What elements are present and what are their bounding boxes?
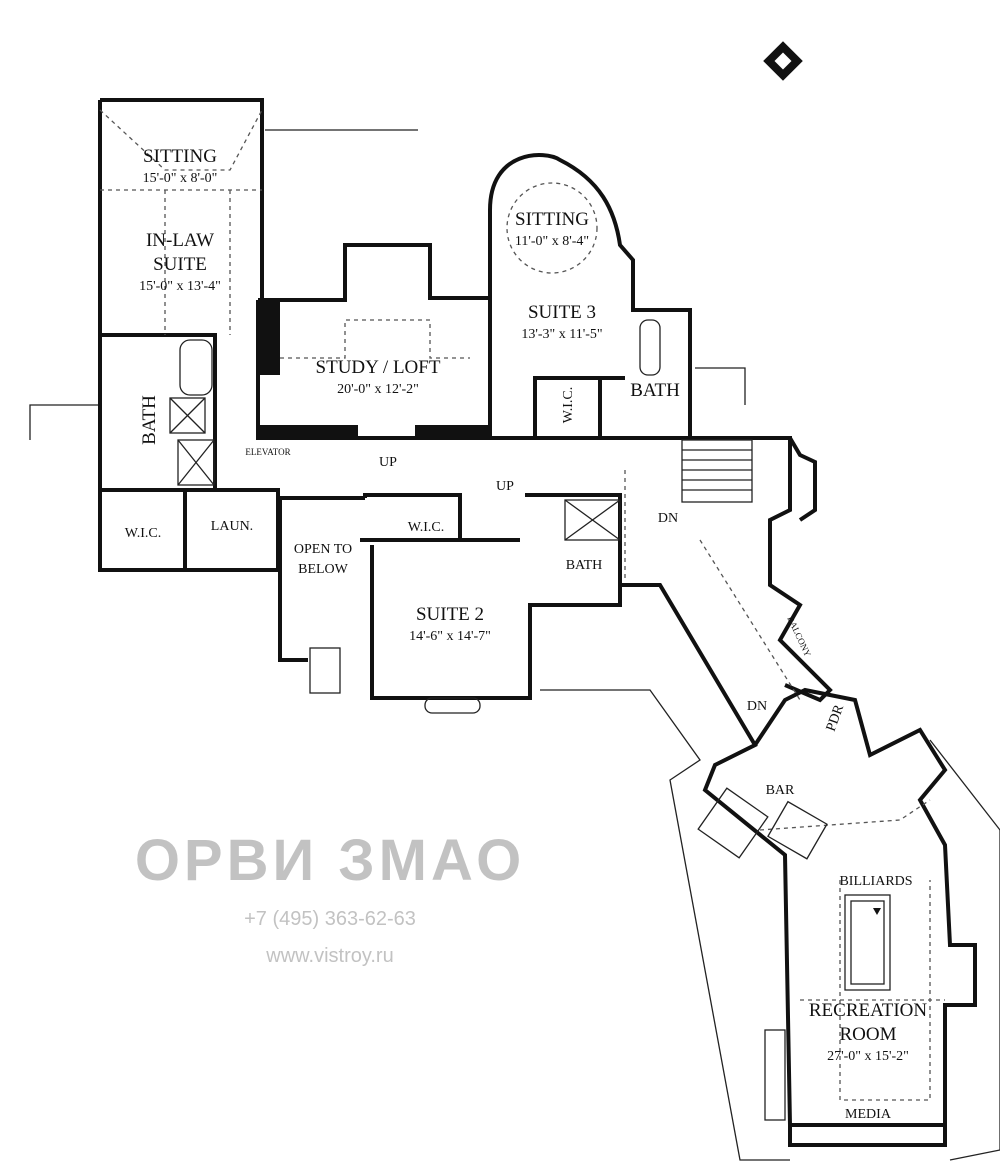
room-recreation-name-2: ROOM xyxy=(839,1024,896,1045)
room-inlaw-name-1: IN-LAW xyxy=(146,230,214,251)
room-billiards: BILLIARDS xyxy=(839,874,912,889)
room-suite3-name: SUITE 3 xyxy=(528,302,596,323)
deck-post-icon xyxy=(763,41,803,81)
interior-details xyxy=(99,109,945,1121)
room-bath-inlaw: BATH xyxy=(139,395,160,445)
room-sitting-suite3-size: 11'-0" x 8'-4" xyxy=(515,234,589,249)
room-suite2-name: SUITE 2 xyxy=(416,604,484,625)
room-bath-suite3: BATH xyxy=(630,380,680,401)
room-study-size: 20'-0" x 12'-2" xyxy=(337,382,419,397)
room-recreation-size: 27'-0" x 15'-2" xyxy=(827,1049,909,1064)
room-sitting-suite3-name: SITTING xyxy=(515,209,589,230)
stair-up-label-2: UP xyxy=(496,479,514,494)
room-wic-inlaw: W.I.C. xyxy=(125,526,161,541)
stair-down-label-1: DN xyxy=(658,511,678,526)
room-laundry: LAUN. xyxy=(211,519,253,534)
watermark-phone: +7 (495) 363-62-63 xyxy=(244,908,416,930)
room-bar: BAR xyxy=(766,783,795,798)
watermark-logo: ОРВИ ЗМАО xyxy=(135,828,525,893)
room-inlaw-name-2: SUITE xyxy=(153,254,207,275)
open-below-2: BELOW xyxy=(298,562,349,577)
room-powder: PDR xyxy=(824,702,848,733)
room-sitting-inlaw-size: 15'-0" x 8'-0" xyxy=(143,171,218,186)
room-media: MEDIA xyxy=(845,1107,892,1122)
room-study-name: STUDY / LOFT xyxy=(316,357,441,378)
room-bath-suite2: BATH xyxy=(566,558,603,573)
walls xyxy=(98,98,977,1147)
room-recreation-name-1: RECREATION xyxy=(809,1000,928,1021)
room-wic-suite3: W.I.C. xyxy=(561,387,576,423)
room-inlaw-size: 15'-0" x 13'-4" xyxy=(139,279,221,294)
room-suite2-size: 14'-6" x 14'-7" xyxy=(409,629,491,644)
room-sitting-inlaw-name: SITTING xyxy=(143,146,217,167)
staircase xyxy=(309,439,753,694)
stair-up-label-1: UP xyxy=(379,455,397,470)
watermark-url: www.vistroy.ru xyxy=(265,945,393,967)
room-suite3-size: 13'-3" x 11'-5" xyxy=(521,327,602,342)
roof-outline xyxy=(29,129,1000,1161)
stair-down-label-2: DN xyxy=(747,699,767,714)
room-wic-suite2: W.I.C. xyxy=(408,520,444,535)
open-below-1: OPEN TO xyxy=(294,542,352,557)
elevator-label: ELEVATOR xyxy=(245,447,290,457)
